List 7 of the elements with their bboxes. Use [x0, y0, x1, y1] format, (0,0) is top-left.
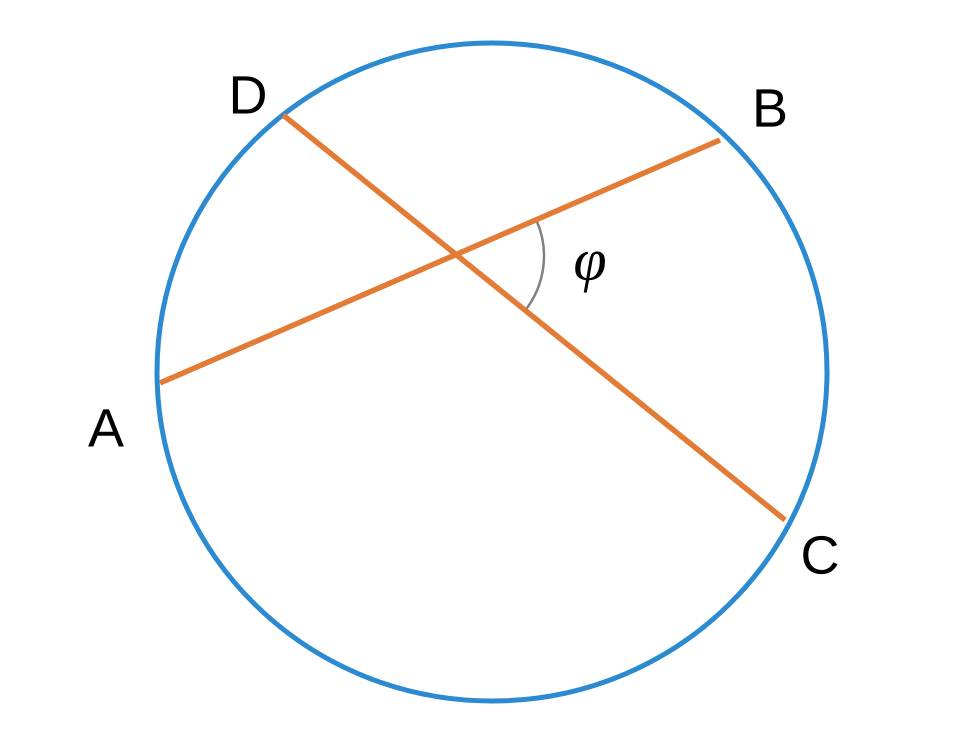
- angle-label: φ: [575, 251, 605, 293]
- chord-line: [281, 112, 787, 522]
- point-label: D: [232, 76, 265, 114]
- point-label: C: [803, 536, 838, 574]
- chord-line: [158, 137, 722, 386]
- point-label: A: [88, 409, 124, 447]
- point-label: B: [756, 89, 786, 127]
